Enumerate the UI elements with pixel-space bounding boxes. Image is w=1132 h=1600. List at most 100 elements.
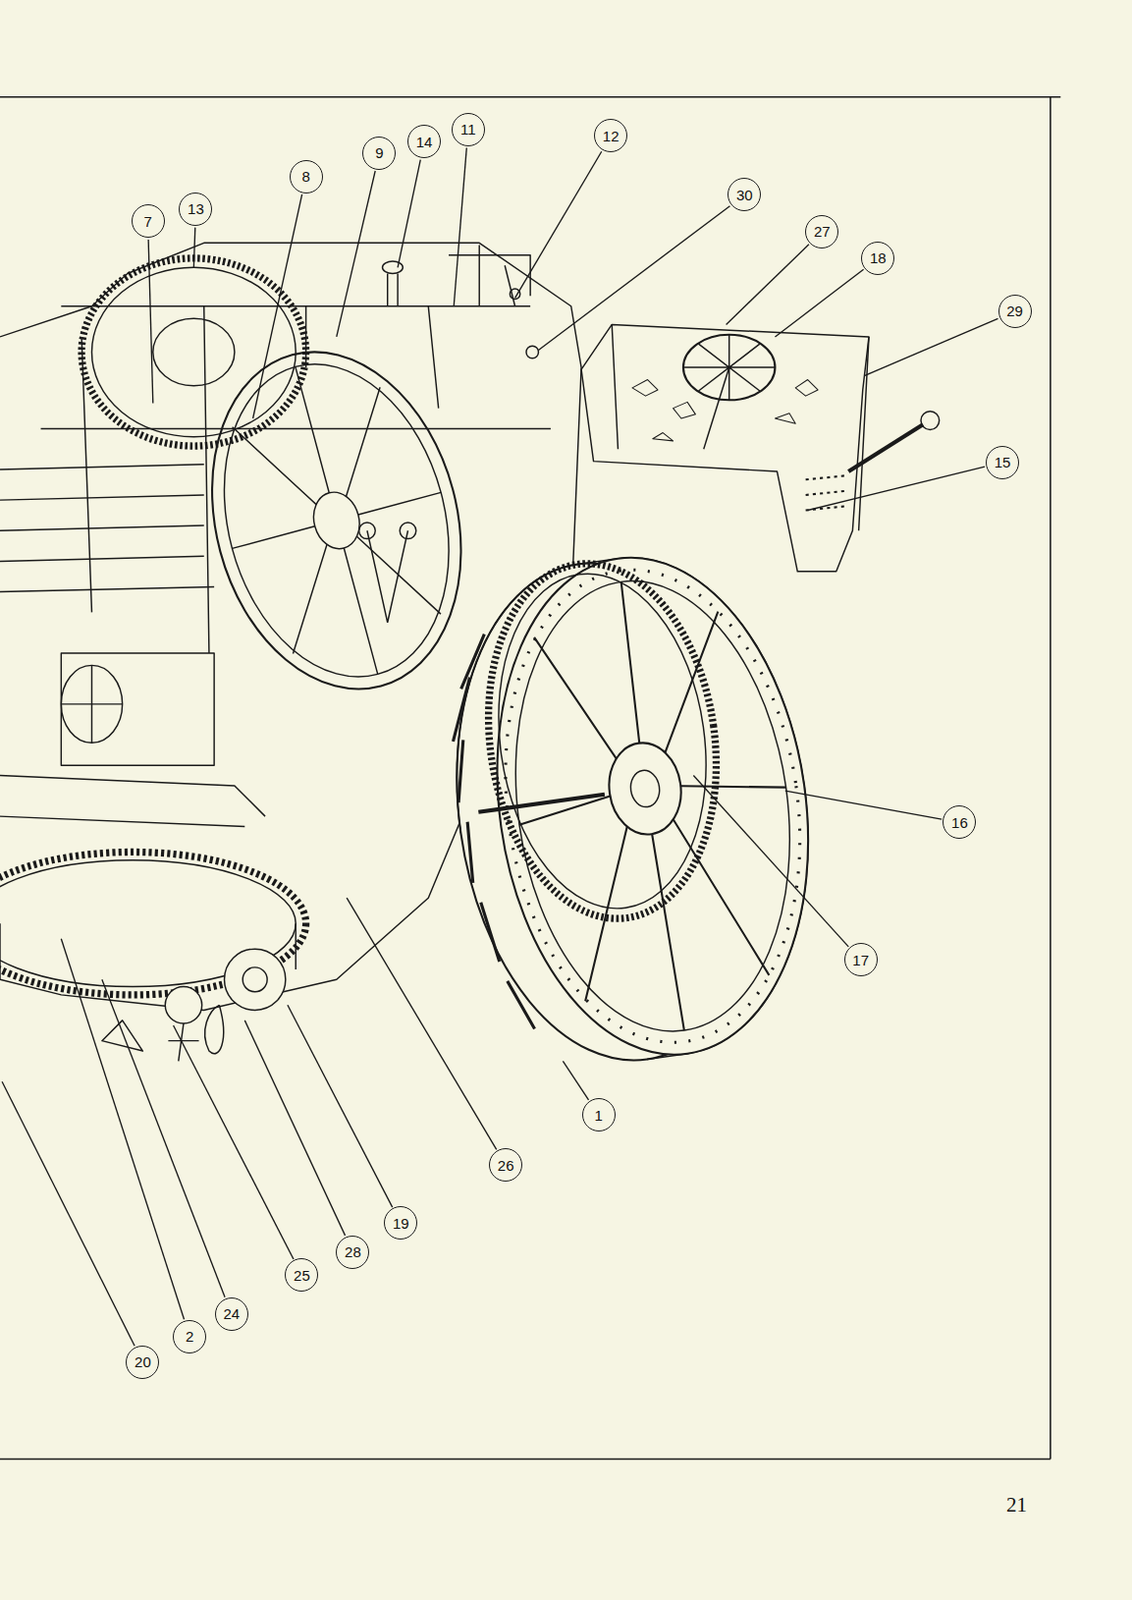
engine-illustration [487,562,818,1049]
leader-line [193,227,195,269]
engine-illustration [81,258,307,446]
callout-number: 28 [344,1243,362,1259]
engine-illustration [242,967,268,992]
engine-illustration [526,345,539,358]
engine-illustration [399,522,417,540]
callout-number: 7 [143,214,152,229]
callout-number: 29 [1006,303,1024,319]
callout-number: 2 [172,1319,207,1353]
leader-lines [1,148,998,1347]
gear [81,258,307,446]
engine-illustration [81,306,439,653]
callout-number: 28 [335,1235,370,1269]
callout-number: 16 [951,814,969,830]
callout-number: 25 [293,1267,311,1283]
leader-line [346,897,497,1149]
engine-illustration [224,948,286,1010]
callout-number: 20 [125,1345,160,1379]
callout-number: 16 [942,805,976,839]
engine-illustration [683,334,775,400]
callout-number: 19 [392,1215,410,1231]
engine-illustration [603,738,688,840]
callout-number: 30 [736,187,754,203]
engine-illustration [205,1004,224,1053]
engine-illustration [628,767,662,809]
engine-illustration [487,562,818,1049]
callout-number: 26 [488,1147,523,1182]
leader-line [538,206,730,351]
engine-illustration [153,318,235,386]
callout-number: 1 [582,1097,616,1132]
engine-illustration [806,475,848,510]
winch [102,948,286,1061]
callout-number: 12 [593,118,628,153]
page-frame [0,97,1061,1459]
leader-line [253,194,303,419]
leader-line [453,148,467,307]
leader-line [562,1060,589,1100]
callout-number: 9 [375,145,383,161]
callout-number: 19 [383,1205,418,1240]
leader-line [785,790,942,819]
engine-illustration [164,986,202,1024]
governor [359,522,417,623]
leader-line [774,269,863,337]
engine-illustration [60,652,215,765]
engine-illustration [478,794,605,812]
callout-number: 15 [985,445,1020,480]
callout-number: 9 [362,136,396,170]
callout-number: 12 [602,128,620,144]
tender [581,323,940,571]
engine-illustration [611,323,869,531]
leader-line [693,775,849,947]
leader-line [173,1024,294,1259]
callout-number: 25 [284,1257,319,1292]
engine-illustration [0,1457,1051,1460]
engine-illustration [102,1020,144,1051]
flywheel [175,323,497,718]
leader-line [1,1080,135,1346]
callout-number: 17 [852,952,869,968]
engine-illustration [683,334,775,400]
engine-illustration [0,775,266,827]
leader-line [244,1020,345,1236]
engine-illustration [478,559,727,921]
engine-illustration [367,530,409,622]
engine-illustration [920,411,940,431]
callout-number: 18 [869,250,887,266]
callout-number: 13 [187,201,205,216]
engine-illustration [91,267,296,436]
leader-line [515,151,602,298]
callout-number: 11 [460,121,477,137]
rear-wheel [426,537,840,1080]
callout-number: 27 [805,215,839,249]
engine-illustration [167,1023,199,1061]
engine-illustration [307,486,366,554]
engine-illustration [448,244,531,306]
callout-number: 15 [994,454,1012,470]
callout-number: 26 [497,1157,515,1173]
callout-number: 8 [301,168,310,184]
leader-line [808,466,985,510]
engine-illustration [190,338,483,702]
callout-number: 24 [215,1296,249,1331]
engine-illustration [0,97,1061,1459]
callout-number: 14 [416,134,433,150]
leader-line [148,239,154,403]
engine-illustration [60,664,122,743]
leader-line [864,318,999,376]
leader-line [287,1004,393,1207]
leader-line [102,978,225,1296]
callout-number: 14 [407,124,441,159]
callout-number: 18 [861,241,895,275]
engine-illustration [60,664,122,743]
engine-illustration [382,261,404,273]
engine-illustration [632,379,818,441]
engine-illustration [848,424,923,472]
engine-illustration [466,548,739,934]
engine-illustration [466,537,839,1075]
callout-number: 1 [594,1107,603,1123]
leader-line [726,244,809,325]
